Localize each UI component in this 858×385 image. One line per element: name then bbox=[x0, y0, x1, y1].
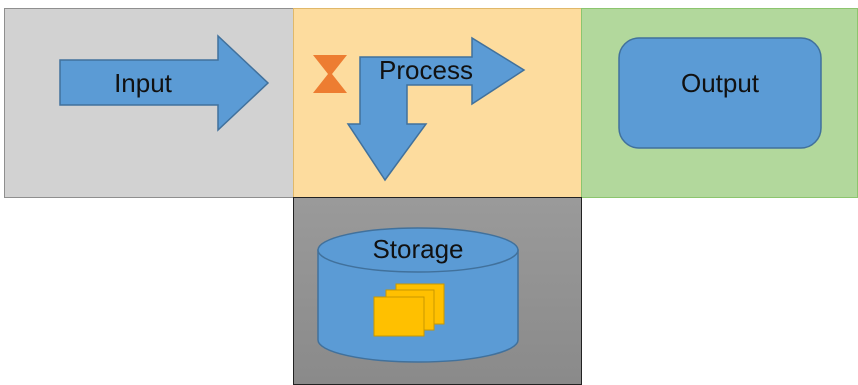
storage-panel bbox=[293, 197, 582, 385]
input-panel bbox=[4, 8, 294, 198]
process-panel bbox=[293, 8, 582, 198]
output-panel bbox=[581, 8, 858, 198]
